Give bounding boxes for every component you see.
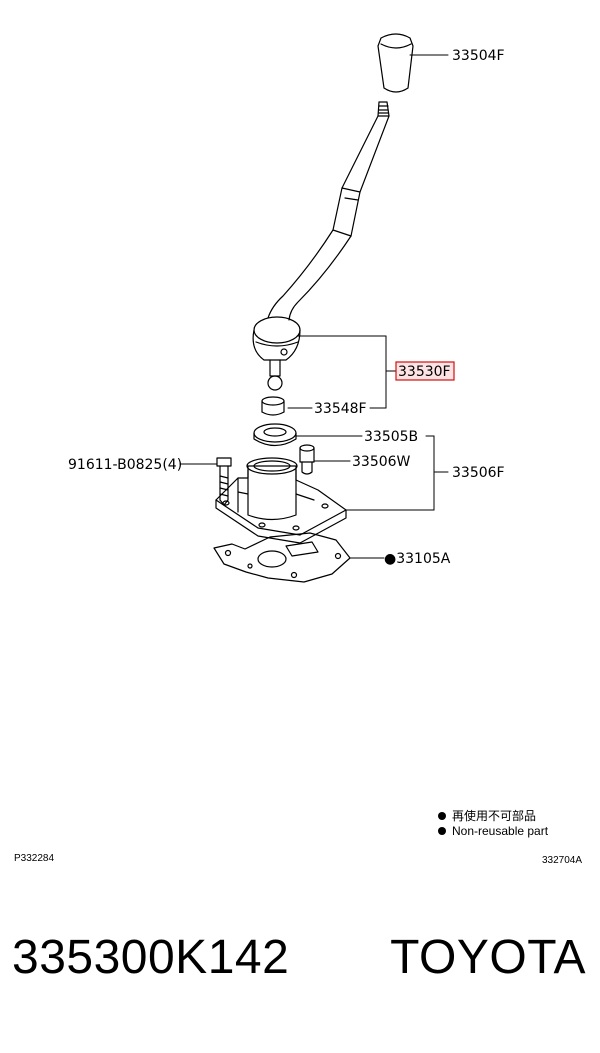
legend-jp-text: 再使用不可部品 <box>452 809 537 823</box>
bolt <box>216 457 232 506</box>
legend-en: Non-reusable part <box>438 823 548 840</box>
parts-diagram: 33504F 33530F 33548F 33505B 91611-B0825(… <box>68 33 505 583</box>
callout-lever[interactable]: 33530F <box>398 364 451 380</box>
leader-lines <box>179 54 449 559</box>
diagram-code-right: 332704A <box>542 855 583 866</box>
callout-housing-assy: 33506F <box>452 465 505 481</box>
shift-knob <box>377 33 414 93</box>
callout-seal: 33505B <box>364 429 418 445</box>
legend-jp: 再使用不可部品 <box>438 808 536 825</box>
shift-lever <box>252 101 390 391</box>
legend-en-text: Non-reusable part <box>452 824 549 838</box>
diagram-code-left: P332284 <box>14 853 55 864</box>
non-reusable-dot-icon <box>438 812 446 820</box>
callout-knob: 33504F <box>452 48 505 64</box>
callout-bushing: 33548F <box>314 401 367 417</box>
seal-ring <box>253 423 297 447</box>
footer-brand: TOYOTA <box>390 931 586 984</box>
callout-pin: 33506W <box>352 454 411 470</box>
selected-part-highlight <box>395 361 455 381</box>
callout-gasket: ●33105A <box>384 551 451 567</box>
lever-housing <box>215 457 347 544</box>
pin <box>299 444 315 475</box>
bushing <box>261 396 285 416</box>
callout-bolt: 91611-B0825(4) <box>68 457 182 473</box>
footer-part-number: 335300K142 <box>12 931 290 984</box>
non-reusable-dot-icon <box>438 827 446 835</box>
